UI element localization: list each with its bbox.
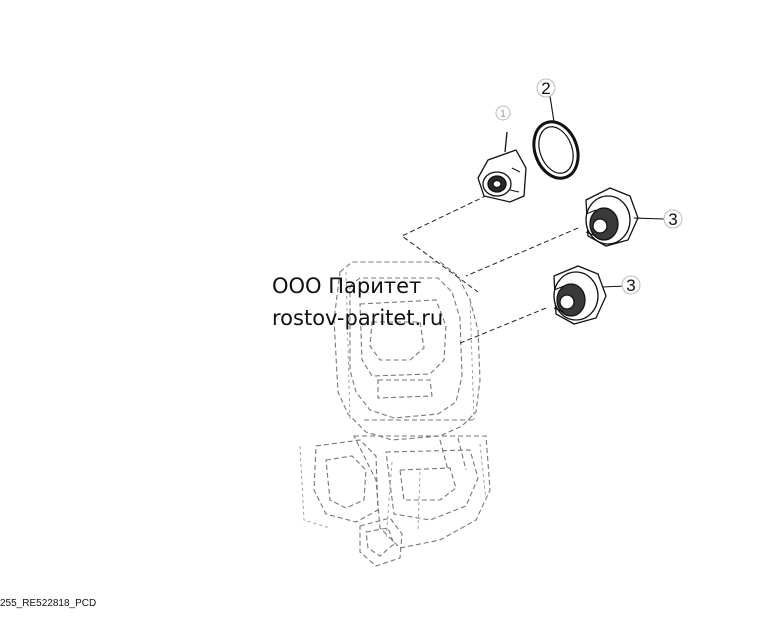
callout-3-upper: 3 bbox=[663, 209, 683, 229]
callout-3-upper-label: 3 bbox=[668, 210, 677, 229]
callout-2-label: 2 bbox=[541, 79, 550, 98]
watermark-company: ООО Паритет bbox=[272, 274, 422, 298]
callout-1: 1 bbox=[495, 105, 511, 121]
watermark: ООО Паритет rostov-paritet.ru bbox=[272, 270, 443, 334]
thermostat-housing-detail-lines bbox=[299, 271, 487, 541]
thermostat-seal-part-upper bbox=[585, 187, 665, 247]
thermostat-seal-part-lower bbox=[553, 265, 627, 325]
watermark-site: rostov-paritet.ru bbox=[272, 306, 444, 330]
thermostat-housing-outline bbox=[313, 261, 491, 567]
o-ring-part bbox=[532, 95, 580, 180]
drawing-caption: 255_RE522818_PCD bbox=[0, 598, 97, 609]
callout-2: 2 bbox=[536, 78, 556, 98]
callout-1-label: 1 bbox=[500, 109, 506, 120]
thermostat-part bbox=[477, 131, 527, 203]
callout-3-lower: 3 bbox=[621, 275, 641, 295]
callout-3-lower-label: 3 bbox=[626, 276, 635, 295]
leader-lines bbox=[401, 191, 579, 345]
